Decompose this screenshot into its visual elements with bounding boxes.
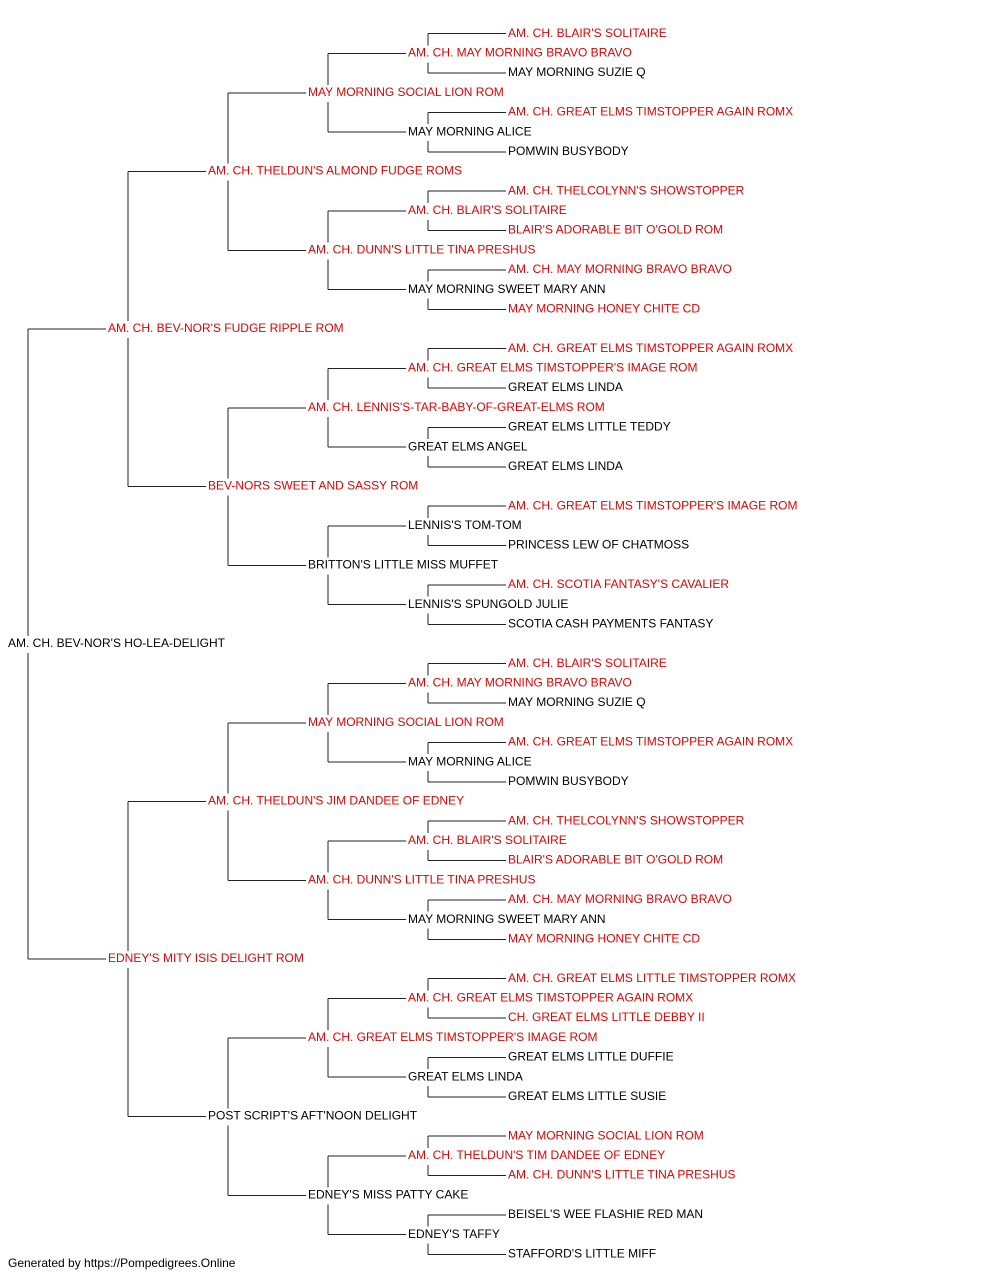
ancestor-name: AM. CH. GREAT ELMS TIMSTOPPER'S IMAGE RO…: [308, 1030, 597, 1044]
ancestor-name: AM. CH. MAY MORNING BRAVO BRAVO: [508, 892, 732, 906]
ancestor-name: PRINCESS LEW OF CHATMOSS: [508, 538, 689, 552]
ancestor-name: AM. CH. GREAT ELMS LITTLE TIMSTOPPER ROM…: [508, 971, 796, 985]
ancestor-name: AM. CH. BEV-NOR'S FUDGE RIPPLE ROM: [108, 321, 344, 335]
ancestor-name: AM. CH. GREAT ELMS TIMSTOPPER'S IMAGE RO…: [508, 498, 797, 512]
ancestor-name: MAY MORNING ALICE: [408, 754, 532, 768]
ancestor-name: MAY MORNING SOCIAL LION ROM: [308, 85, 504, 99]
ancestor-name: AM. CH. MAY MORNING BRAVO BRAVO: [508, 262, 732, 276]
ancestor-name: AM. CH. BLAIR'S SOLITAIRE: [508, 26, 667, 40]
ancestor-name: AM. CH. MAY MORNING BRAVO BRAVO: [408, 46, 632, 60]
ancestor-name: POMWIN BUSYBODY: [508, 774, 629, 788]
ancestor-name: GREAT ELMS LINDA: [408, 1069, 523, 1083]
ancestor-name: GREAT ELMS LITTLE DUFFIE: [508, 1050, 674, 1064]
ancestor-name: SCOTIA CASH PAYMENTS FANTASY: [508, 616, 713, 630]
ancestor-name: BLAIR'S ADORABLE BIT O'GOLD ROM: [508, 853, 723, 867]
ancestor-name: AM. CH. BLAIR'S SOLITAIRE: [408, 833, 567, 847]
ancestor-name: CH. GREAT ELMS LITTLE DEBBY II: [508, 1010, 705, 1024]
ancestor-name: POST SCRIPT'S AFT'NOON DELIGHT: [208, 1109, 418, 1123]
ancestor-name: AM. CH. GREAT ELMS TIMSTOPPER'S IMAGE RO…: [408, 361, 697, 375]
ancestor-name: GREAT ELMS LITTLE SUSIE: [508, 1089, 666, 1103]
ancestor-name: MAY MORNING HONEY CHITE CD: [508, 301, 700, 315]
ancestor-name: MAY MORNING SWEET MARY ANN: [408, 912, 606, 926]
ancestor-name: MAY MORNING SUZIE Q: [508, 695, 646, 709]
ancestor-name: GREAT ELMS LINDA: [508, 459, 623, 473]
ancestor-name: BRITTON'S LITTLE MISS MUFFET: [308, 557, 499, 571]
ancestor-name: AM. CH. THELCOLYNN'S SHOWSTOPPER: [508, 813, 745, 827]
ancestor-name: AM. CH. DUNN'S LITTLE TINA PRESHUS: [508, 1168, 735, 1182]
ancestor-name: GREAT ELMS ANGEL: [408, 439, 528, 453]
ancestor-name: AM. CH. MAY MORNING BRAVO BRAVO: [408, 676, 632, 690]
ancestor-name: LENNIS'S TOM-TOM: [408, 518, 522, 532]
ancestor-name: MAY MORNING HONEY CHITE CD: [508, 931, 700, 945]
ancestor-name: LENNIS'S SPUNGOLD JULIE: [408, 597, 568, 611]
ancestor-name: AM. CH. BLAIR'S SOLITAIRE: [408, 203, 567, 217]
ancestor-name: MAY MORNING SWEET MARY ANN: [408, 282, 606, 296]
ancestor-name: GREAT ELMS LINDA: [508, 380, 623, 394]
footer-credit: Generated by https://Pompedigrees.Online: [8, 1256, 236, 1270]
ancestor-name: AM. CH. GREAT ELMS TIMSTOPPER AGAIN ROMX: [508, 735, 793, 749]
ancestor-name: AM. CH. GREAT ELMS TIMSTOPPER AGAIN ROMX: [508, 105, 793, 119]
ancestor-name: AM. CH. BLAIR'S SOLITAIRE: [508, 656, 667, 670]
subject-dog-name: AM. CH. BEV-NOR'S HO-LEA-DELIGHT: [8, 636, 226, 650]
ancestor-name: AM. CH. THELDUN'S TIM DANDEE OF EDNEY: [408, 1148, 665, 1162]
ancestor-name: MAY MORNING SOCIAL LION ROM: [508, 1128, 704, 1142]
ancestor-name: AM. CH. THELDUN'S JIM DANDEE OF EDNEY: [208, 794, 464, 808]
ancestor-name: STAFFORD'S LITTLE MIFF: [508, 1246, 656, 1260]
ancestor-name: MAY MORNING SUZIE Q: [508, 65, 646, 79]
ancestor-name: EDNEY'S MISS PATTY CAKE: [308, 1187, 468, 1201]
ancestor-name: EDNEY'S MITY ISIS DELIGHT ROM: [108, 951, 304, 965]
ancestor-name: AM. CH. DUNN'S LITTLE TINA PRESHUS: [308, 872, 535, 886]
ancestor-name: POMWIN BUSYBODY: [508, 144, 629, 158]
ancestor-name: EDNEY'S TAFFY: [408, 1227, 500, 1241]
ancestor-name: MAY MORNING SOCIAL LION ROM: [308, 715, 504, 729]
ancestor-name: MAY MORNING ALICE: [408, 124, 532, 138]
ancestor-name: BEV-NORS SWEET AND SASSY ROM: [208, 479, 418, 493]
ancestor-name: AM. CH. LENNIS'S-TAR-BABY-OF-GREAT-ELMS …: [308, 400, 605, 414]
ancestor-name: BEISEL'S WEE FLASHIE RED MAN: [508, 1207, 703, 1221]
ancestor-name: AM. CH. GREAT ELMS TIMSTOPPER AGAIN ROMX: [408, 991, 693, 1005]
ancestor-name: GREAT ELMS LITTLE TEDDY: [508, 420, 671, 434]
ancestor-name: BLAIR'S ADORABLE BIT O'GOLD ROM: [508, 223, 723, 237]
ancestor-name: AM. CH. GREAT ELMS TIMSTOPPER AGAIN ROMX: [508, 341, 793, 355]
ancestor-name: AM. CH. THELDUN'S ALMOND FUDGE ROMS: [208, 164, 462, 178]
ancestor-name: AM. CH. SCOTIA FANTASY'S CAVALIER: [508, 577, 729, 591]
ancestor-name: AM. CH. DUNN'S LITTLE TINA PRESHUS: [308, 242, 535, 256]
ancestor-name: AM. CH. THELCOLYNN'S SHOWSTOPPER: [508, 183, 745, 197]
